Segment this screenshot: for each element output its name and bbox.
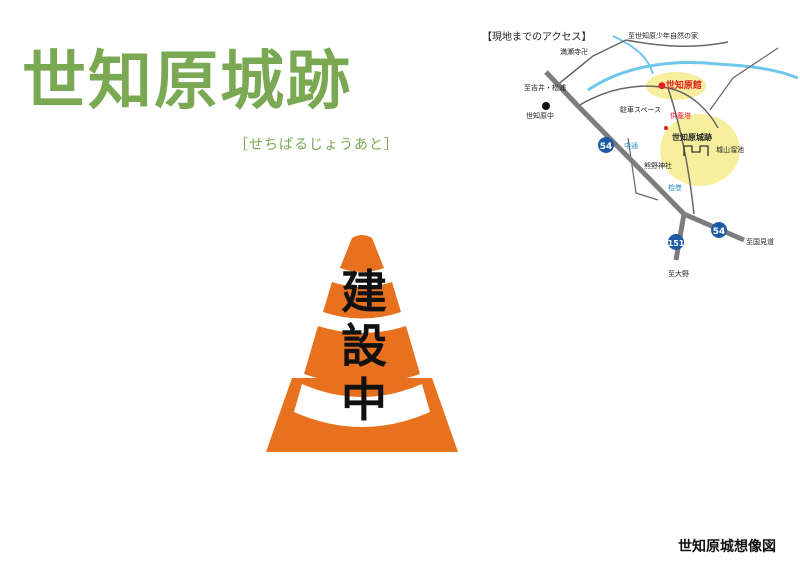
label-castle-ruins: 世知原城跡 (672, 132, 712, 142)
school-dot (542, 102, 550, 110)
label-school: 世知原中 (526, 111, 554, 120)
hall-area-highlight (646, 72, 706, 100)
route-151-label: 151 (668, 239, 685, 248)
route-151-shield (668, 234, 684, 250)
local-road-3 (667, 87, 695, 215)
cone-stripe-bottom (304, 326, 420, 384)
local-road-4 (625, 39, 729, 48)
label-to-youth-house: 至世知原少年自然の家 (628, 31, 698, 40)
construction-char-2: 設 (341, 319, 387, 373)
label-mizusawa-temple: 満瀬寺卍 (560, 47, 588, 56)
map-heading: 【現地までのアクセス】 (482, 30, 592, 43)
site-reading: ［せちばるじょうあと］ (234, 137, 399, 153)
local-road-6 (709, 47, 779, 111)
label-kumano-shrine: 熊野神社 (644, 161, 672, 170)
label-hinoki: 桧巻 (668, 183, 682, 192)
route-54-shield-2 (711, 222, 727, 238)
construction-char-1: 建 (341, 265, 387, 319)
label-castle-pond: 城山溜池 (716, 145, 744, 154)
label-to-kunimi: 至国見道 (746, 237, 774, 246)
construction-char-3: 中 (341, 373, 387, 427)
cone-tip (340, 235, 384, 272)
label-hall: ●世知原館 (658, 79, 702, 91)
label-parking: 駐車スペース (620, 105, 661, 114)
river-branch (612, 35, 654, 75)
label-memorial-tower: 供養塔 (670, 111, 691, 120)
route-54-label-2: 54 (713, 227, 726, 237)
access-map: 54 54 151 【現地までのアクセス】 至世知原少年自然の家 満瀬寺卍 至吉… (482, 30, 798, 278)
route-54-shield-1 (598, 137, 614, 153)
illustration-caption: 世知原城想像図 (678, 539, 776, 555)
label-nakadori: 中通 (624, 141, 638, 150)
label-to-oono: 至大野 (668, 269, 689, 278)
castle-symbol (683, 145, 709, 156)
local-road-2 (577, 85, 719, 129)
parking-marker (664, 126, 668, 130)
river (587, 61, 798, 92)
route-54-label-1: 54 (600, 142, 613, 152)
local-road-1 (555, 39, 627, 87)
construction-cone: 建 設 中 (266, 235, 458, 452)
cone-stripe-middle (323, 282, 401, 319)
site-title: 世知原城跡 (22, 45, 352, 119)
label-to-yoshii: 至吉井・松浦 (524, 83, 566, 92)
cone-base-inner (294, 384, 430, 427)
